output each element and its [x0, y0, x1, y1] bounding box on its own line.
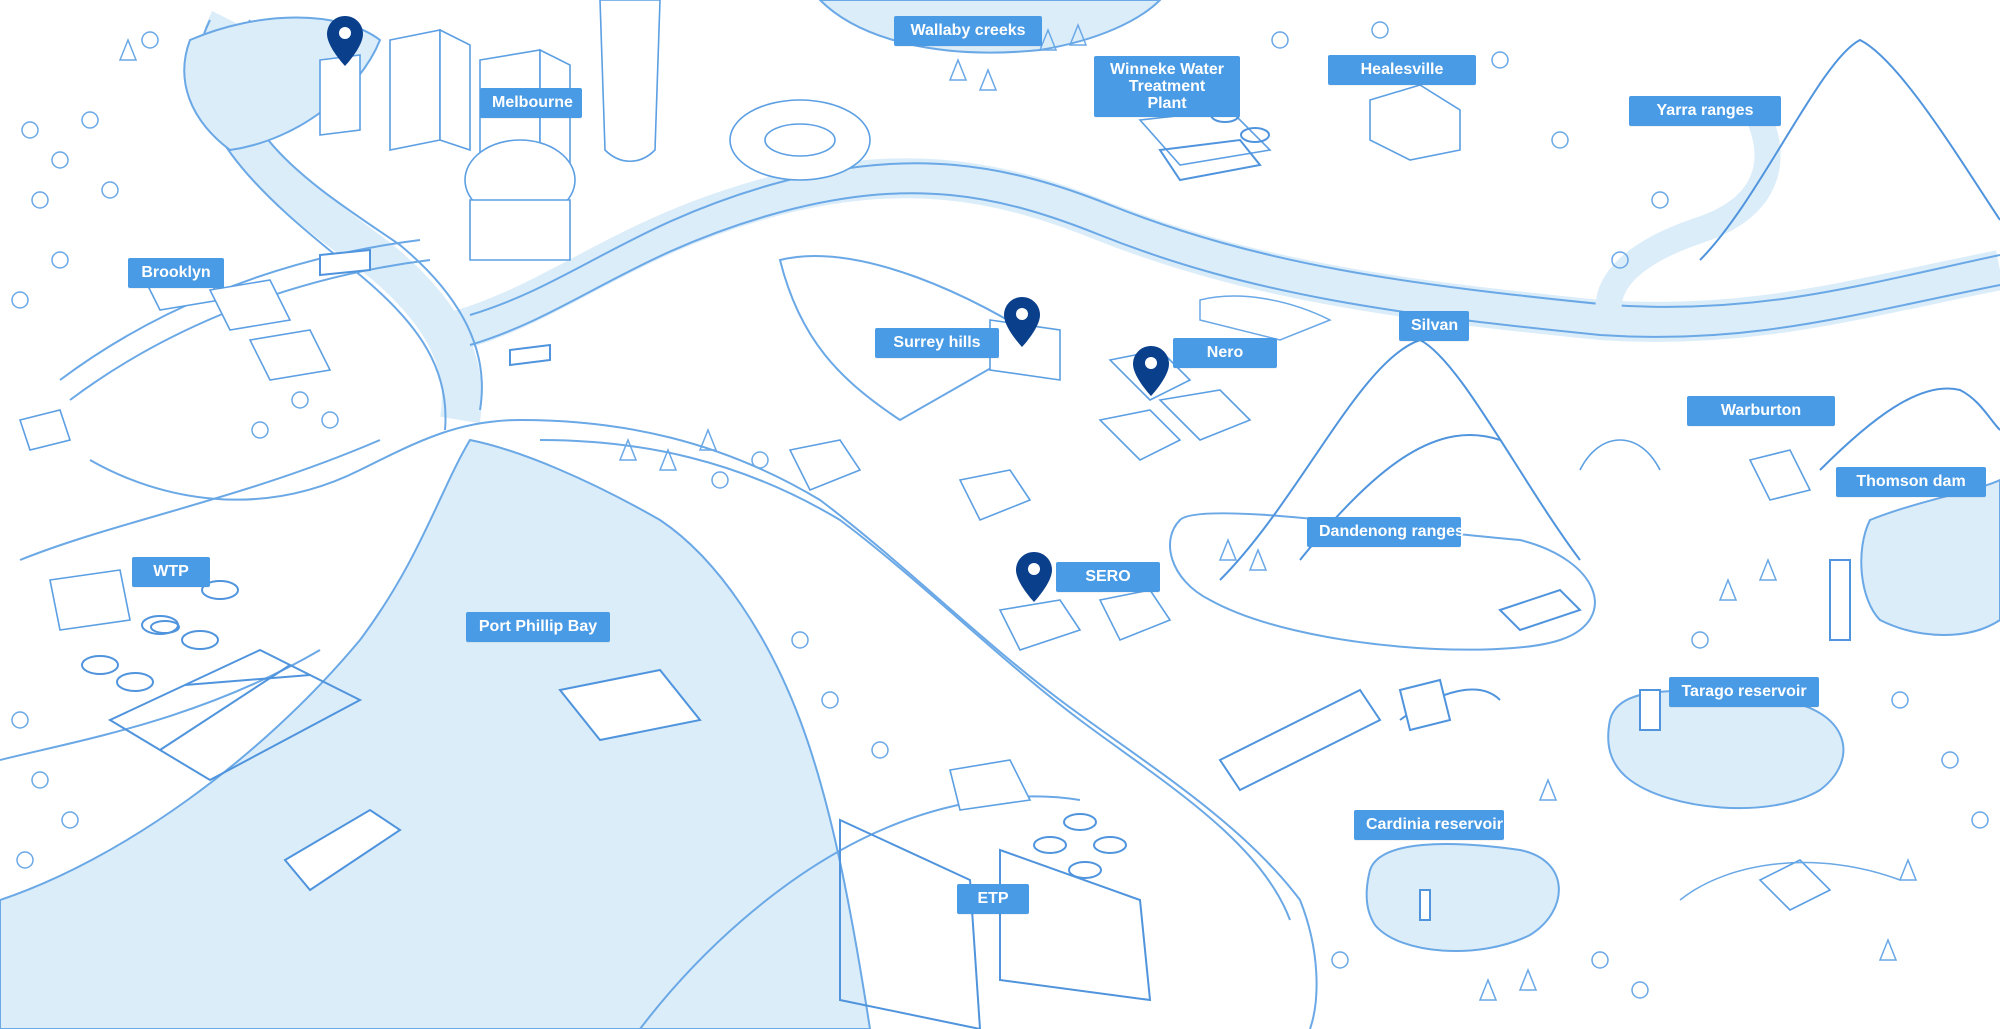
label-tarago-reservoir[interactable]: Tarago reservoir [1669, 677, 1819, 707]
label-healesville[interactable]: Healesville [1328, 55, 1476, 85]
label-etp[interactable]: ETP [957, 884, 1029, 914]
label-brooklyn[interactable]: Brooklyn [128, 258, 224, 288]
label-dandenong-ranges[interactable]: Dandenong ranges [1307, 517, 1464, 547]
map-pin-icon[interactable] [1133, 346, 1169, 396]
label-surrey-hills[interactable]: Surrey hills [875, 328, 999, 358]
label-port-phillip-bay[interactable]: Port Phillip Bay [466, 612, 610, 642]
map-pin-sero-shape [1016, 552, 1052, 602]
label-silvan[interactable]: Silvan [1399, 311, 1469, 341]
label-yarra-ranges[interactable]: Yarra ranges [1629, 96, 1781, 126]
map-pin-icon[interactable] [327, 16, 363, 66]
label-nero[interactable]: Nero [1173, 338, 1277, 368]
map-pin-icon[interactable] [1016, 552, 1052, 602]
label-wallaby-creeks[interactable]: Wallaby creeks [894, 16, 1042, 46]
thomson-dam-water [1860, 478, 2000, 636]
label-thomson-dam[interactable]: Thomson dam [1836, 467, 1986, 497]
label-wtp[interactable]: WTP [132, 557, 210, 587]
trees [11, 17, 1989, 1001]
treatment-ponds [81, 107, 1270, 1029]
label-melbourne[interactable]: Melbourne [480, 88, 582, 118]
label-cardinia-reservoir[interactable]: Cardinia reservoir [1354, 810, 1504, 840]
boats-and-vehicles [283, 248, 1851, 921]
label-winneke-water-treatment-plant[interactable]: Winneke Water Treatment Plant [1094, 56, 1240, 117]
map-pin-nero-shape [1133, 346, 1169, 396]
cardinia-reservoir-water [1365, 843, 1560, 953]
map-pin-surrey-hills-shape [1004, 297, 1040, 347]
label-sero[interactable]: SERO [1056, 562, 1160, 592]
port-phillip-bay-water [0, 438, 872, 1029]
map-pin-melbourne-shape [327, 16, 363, 66]
map-pin-icon[interactable] [1004, 297, 1040, 347]
label-warburton[interactable]: Warburton [1687, 396, 1835, 426]
